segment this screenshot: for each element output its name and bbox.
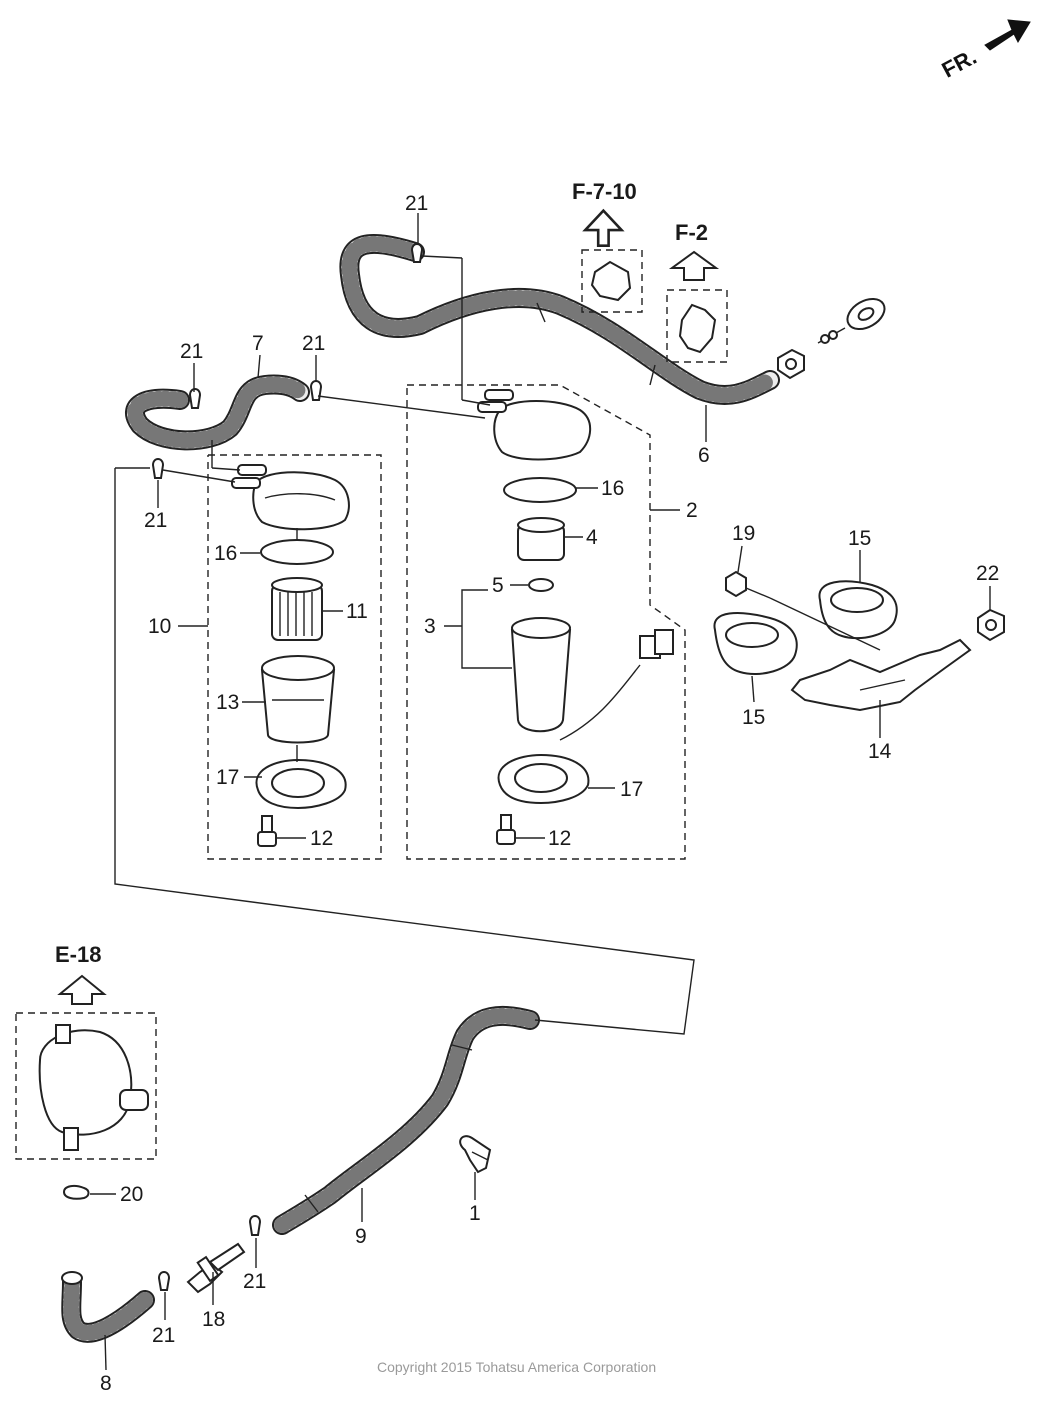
hose-6-joint-a bbox=[536, 302, 546, 323]
front-label: FR. bbox=[938, 44, 981, 83]
up-arrow-icon bbox=[57, 974, 107, 1005]
callout-12: 12 bbox=[310, 827, 333, 850]
reference-f-7-10-frame bbox=[581, 249, 643, 313]
reference-f-7-10: F-7-10 bbox=[572, 179, 643, 313]
cup-13 bbox=[260, 655, 336, 744]
eye-connector bbox=[817, 297, 886, 344]
callout-18: 18 bbox=[202, 1308, 225, 1331]
callout-1: 1 bbox=[469, 1202, 481, 1225]
band-15-upper bbox=[818, 580, 898, 640]
callout-17: 17 bbox=[620, 778, 643, 801]
o-ring-5 bbox=[528, 578, 554, 592]
gasket-17-left bbox=[255, 758, 347, 810]
filter-10-cap bbox=[231, 464, 350, 531]
hose-9-joint-b bbox=[304, 1194, 319, 1213]
connector-18 bbox=[186, 1242, 246, 1294]
hose-6 bbox=[339, 233, 780, 405]
callout-22: 22 bbox=[976, 562, 999, 585]
nut-22 bbox=[977, 608, 1005, 642]
cup-3 bbox=[510, 617, 674, 741]
callout-4: 4 bbox=[586, 526, 598, 549]
callouts: 21 21 7 21 21 16 11 10 13 17 12 16 4 5 3… bbox=[100, 192, 999, 1395]
callout-5: 5 bbox=[492, 574, 504, 597]
callout-14: 14 bbox=[868, 740, 892, 763]
callout-12: 12 bbox=[548, 827, 571, 850]
bracket-14 bbox=[790, 638, 972, 712]
callout-8: 8 bbox=[100, 1372, 112, 1395]
callout-9: 9 bbox=[355, 1225, 367, 1248]
callout-2: 2 bbox=[686, 499, 698, 522]
up-arrow-icon bbox=[668, 250, 720, 281]
callout-10: 10 bbox=[148, 615, 171, 638]
callout-19: 19 bbox=[732, 522, 755, 545]
clip-f-7-10 bbox=[590, 260, 632, 302]
gasket-17-right bbox=[497, 753, 590, 805]
pin-20 bbox=[62, 1184, 90, 1200]
callout-21: 21 bbox=[243, 1270, 266, 1293]
hose-6-nut bbox=[777, 348, 805, 380]
hose-9-joint-a bbox=[451, 1044, 473, 1051]
front-direction-indicator: FR. bbox=[938, 19, 1031, 83]
reference-f-7-10-label: F-7-10 bbox=[572, 179, 637, 204]
callout-16: 16 bbox=[214, 542, 237, 565]
front-arrow-icon bbox=[984, 19, 1031, 51]
clip-f-2 bbox=[678, 303, 717, 354]
leader-lines bbox=[90, 213, 991, 1371]
clamp-21-bottom-right bbox=[248, 1215, 262, 1236]
band-15-lower bbox=[713, 612, 798, 676]
callout-11: 11 bbox=[346, 600, 368, 623]
reference-f-2-label: F-2 bbox=[675, 220, 708, 245]
reference-e-18: E-18 bbox=[15, 942, 157, 1160]
hose-8 bbox=[61, 1271, 155, 1343]
callout-21: 21 bbox=[180, 340, 203, 363]
filter-2-cap bbox=[477, 389, 592, 461]
clip-1 bbox=[459, 1135, 492, 1174]
filter-2-frame bbox=[406, 384, 686, 860]
reference-e-18-label: E-18 bbox=[55, 942, 101, 967]
copyright-text: Copyright 2015 Tohatsu America Corporati… bbox=[377, 1359, 656, 1375]
clamp-21-filter-left bbox=[151, 458, 165, 479]
clamp-21-bottom-left bbox=[157, 1271, 171, 1291]
callout-3: 3 bbox=[424, 615, 436, 638]
callout-17: 17 bbox=[216, 766, 239, 789]
reference-f-2-frame bbox=[666, 289, 728, 363]
callout-21: 21 bbox=[302, 332, 325, 355]
bolt-12-left bbox=[257, 815, 277, 847]
hose-9 bbox=[272, 1005, 540, 1235]
callout-15: 15 bbox=[848, 527, 871, 550]
o-ring-16-right bbox=[503, 477, 577, 503]
clamp-21-hose7-right bbox=[309, 380, 323, 401]
float-4 bbox=[517, 517, 565, 561]
bolt-12-right bbox=[496, 814, 516, 845]
element-11 bbox=[271, 577, 323, 641]
up-arrow-icon bbox=[582, 208, 625, 247]
callout-6: 6 bbox=[698, 444, 710, 467]
reference-e-18-frame bbox=[15, 1012, 157, 1160]
callout-15: 15 bbox=[742, 706, 765, 729]
callout-21: 21 bbox=[152, 1324, 175, 1347]
reference-f-2: F-2 bbox=[666, 220, 728, 363]
callout-13: 13 bbox=[216, 691, 239, 714]
clamp-21-hose7-left bbox=[188, 388, 202, 409]
callout-21: 21 bbox=[144, 509, 167, 532]
callout-7: 7 bbox=[252, 332, 264, 355]
filter-10-frame bbox=[207, 454, 382, 860]
callout-16: 16 bbox=[601, 477, 624, 500]
hose-6-joint-b bbox=[649, 364, 656, 386]
callout-20: 20 bbox=[120, 1183, 143, 1206]
fuel-pump bbox=[38, 1024, 149, 1151]
callout-21: 21 bbox=[405, 192, 428, 215]
o-ring-16-left bbox=[260, 539, 334, 565]
bolt-19 bbox=[725, 570, 881, 651]
hose-7 bbox=[125, 374, 310, 451]
clamp-21-top bbox=[410, 243, 424, 263]
